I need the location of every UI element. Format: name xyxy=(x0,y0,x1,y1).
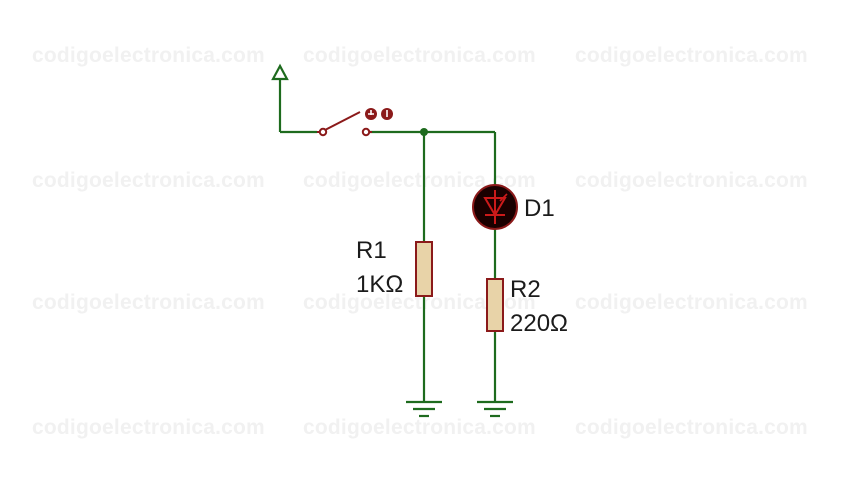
r2-value-label: 220Ω xyxy=(510,310,568,337)
watermark-text: codigoelectronica.com xyxy=(303,291,536,314)
watermark-text: codigoelectronica.com xyxy=(32,44,265,67)
ground-symbol-left[interactable] xyxy=(406,400,442,418)
watermark-text: codigoelectronica.com xyxy=(575,169,808,192)
wires xyxy=(280,130,497,402)
d1-reference-label: D1 xyxy=(524,195,555,222)
switch-actuator-icon[interactable] xyxy=(365,108,393,120)
r1-value-label: 1KΩ xyxy=(356,271,404,298)
power-terminal[interactable] xyxy=(271,63,289,132)
watermark-text: codigoelectronica.com xyxy=(575,291,808,314)
watermark-text: codigoelectronica.com xyxy=(303,169,536,192)
watermark-text: codigoelectronica.com xyxy=(303,44,536,67)
watermark-text: codigoelectronica.com xyxy=(575,416,808,439)
watermark-text: codigoelectronica.com xyxy=(303,416,536,439)
r2-reference-label: R2 xyxy=(510,276,541,303)
watermark-text: codigoelectronica.com xyxy=(32,291,265,314)
resistor-r1[interactable] xyxy=(415,241,433,297)
ground-symbol-right[interactable] xyxy=(477,400,513,418)
resistor-r2[interactable] xyxy=(486,278,504,332)
switch[interactable] xyxy=(317,108,393,137)
junction-dot xyxy=(420,128,428,136)
watermark-text: codigoelectronica.com xyxy=(32,169,265,192)
led-d1[interactable] xyxy=(472,184,518,230)
watermark-text: codigoelectronica.com xyxy=(575,44,808,67)
r1-reference-label: R1 xyxy=(356,237,387,264)
watermark-text: codigoelectronica.com xyxy=(32,416,265,439)
